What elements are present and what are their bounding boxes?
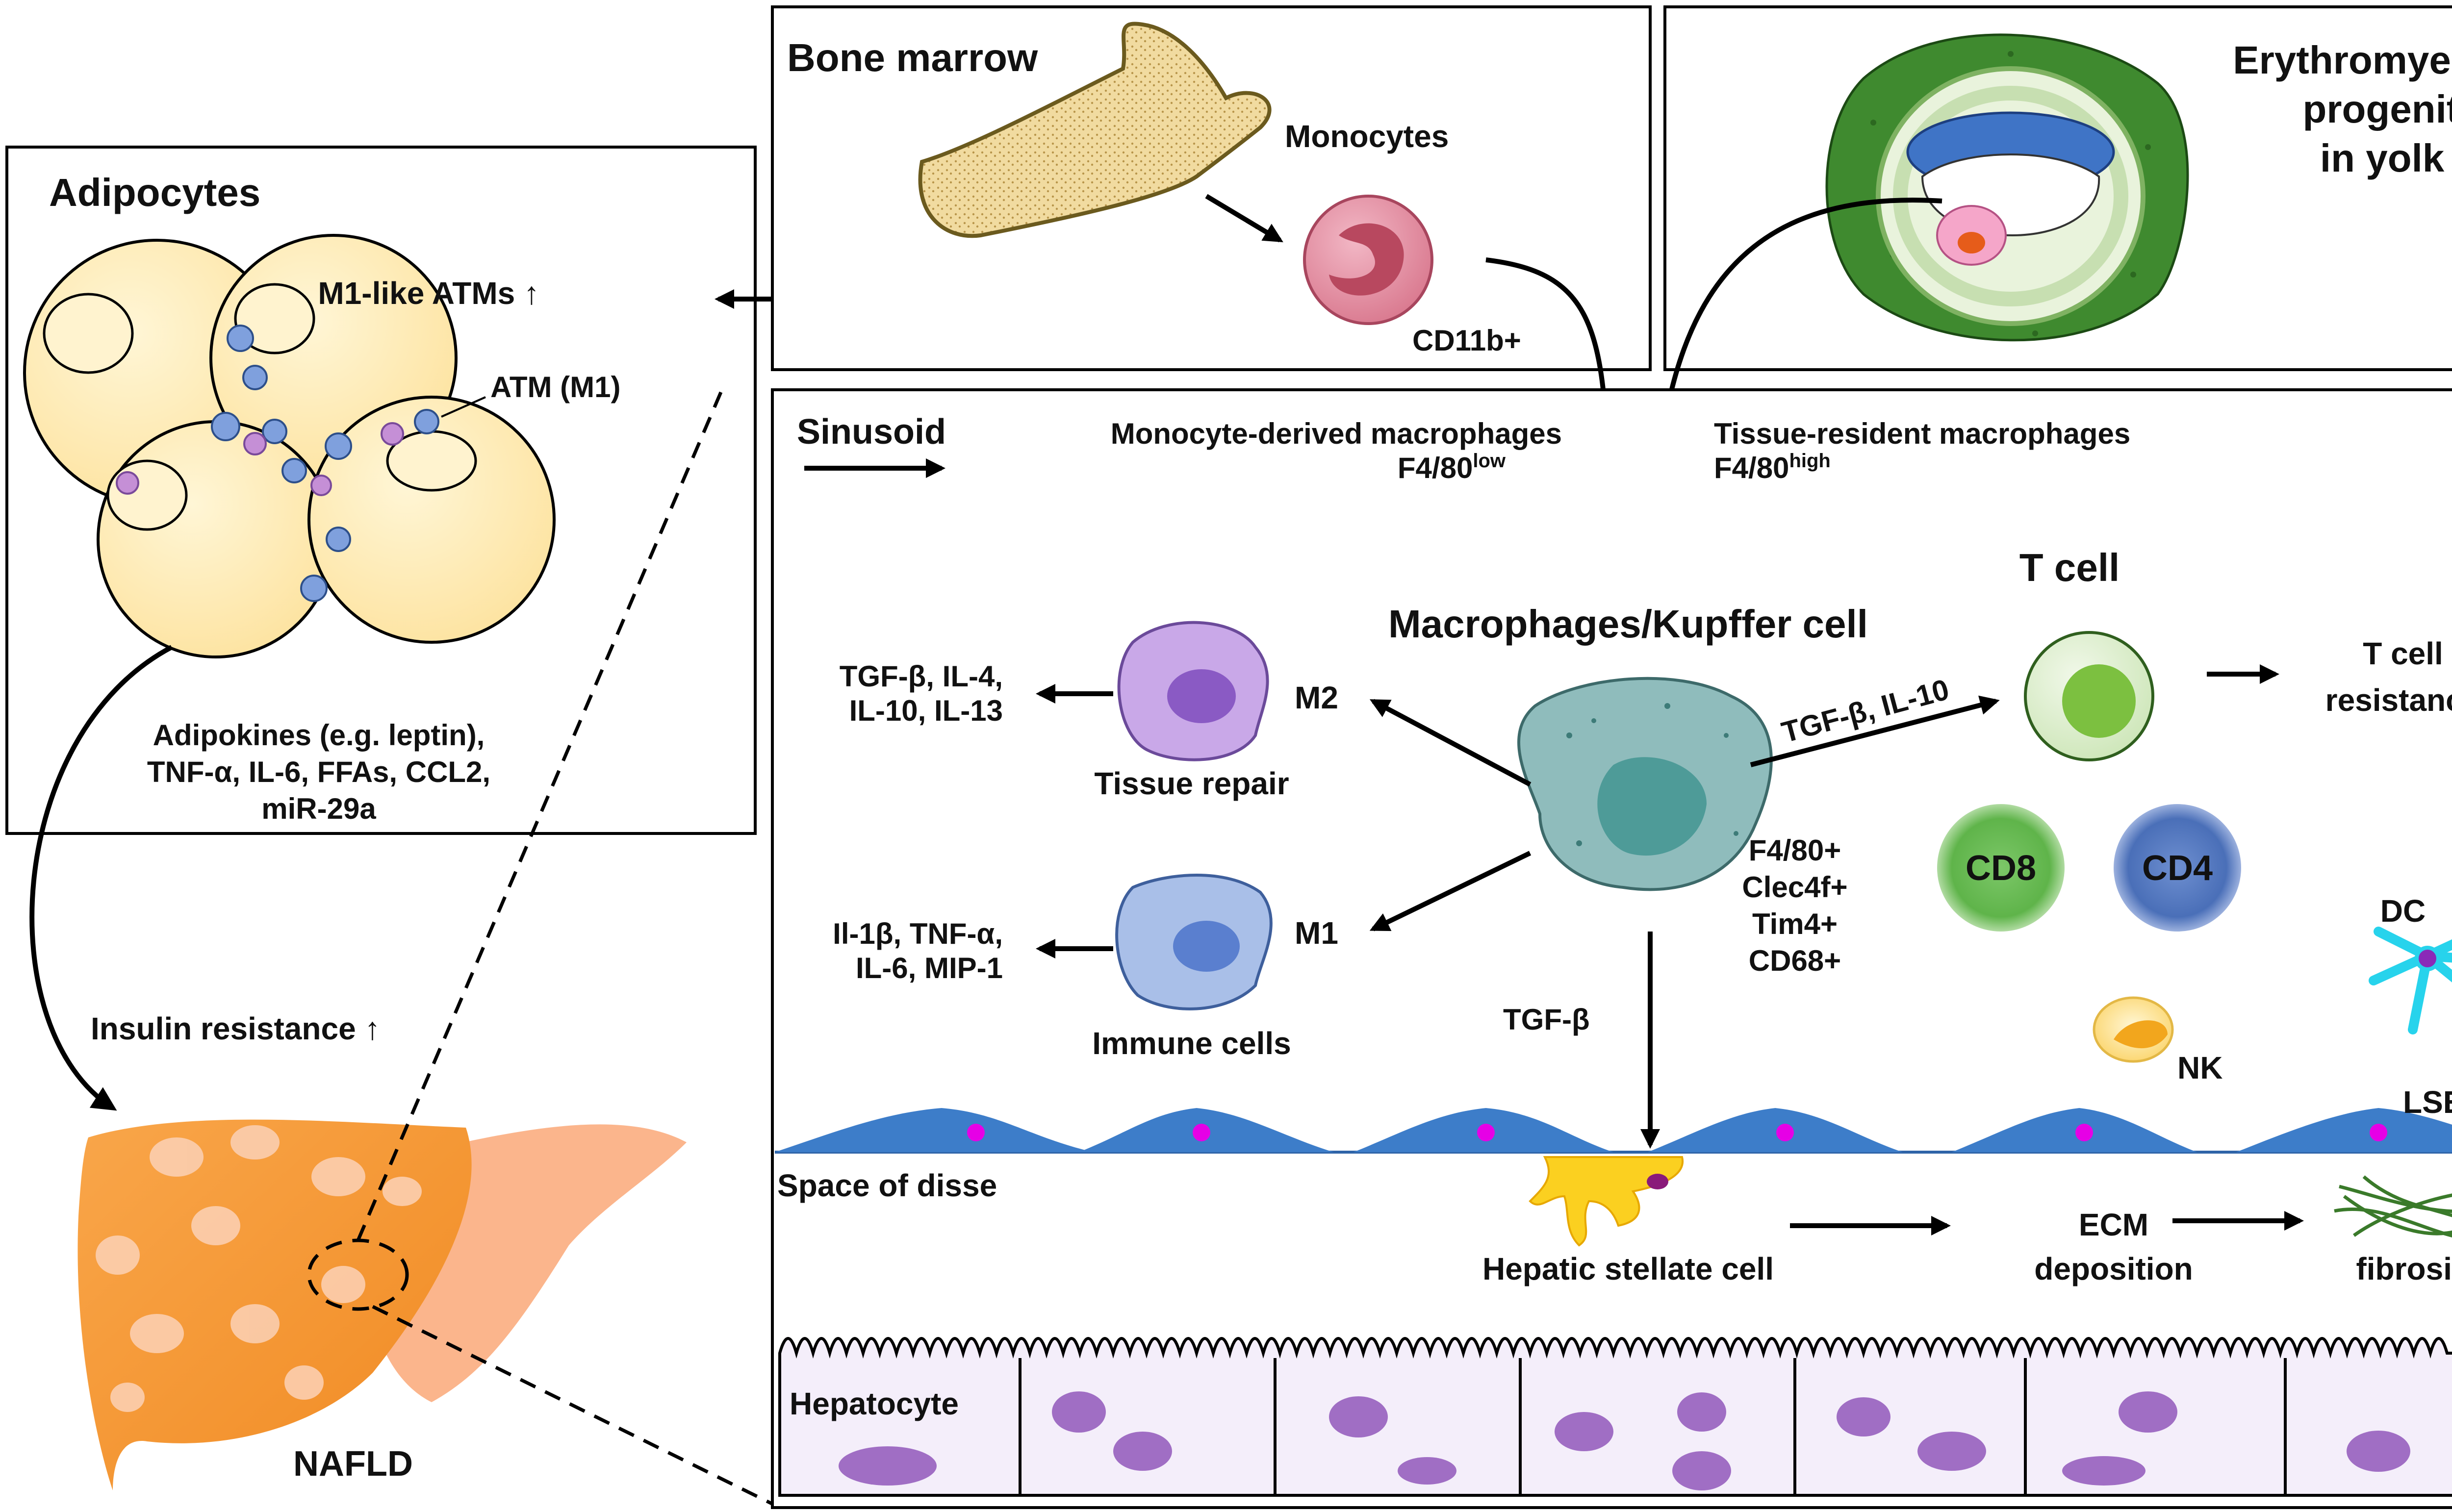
nk-cell: [2093, 996, 2174, 1063]
hepatic-stellate-cell: [1529, 1156, 1684, 1247]
m2-macrophage: [1117, 621, 1269, 761]
hepatocyte-row: [778, 1337, 2452, 1497]
marker-clec4f: Clec4f+: [1742, 871, 1847, 904]
marker-tim4: Tim4+: [1752, 907, 1838, 940]
lsec-layer: [775, 1108, 2452, 1154]
liver-illustration: [77, 1119, 687, 1490]
macrophage-title: Macrophages/Kupffer cell: [1388, 602, 1868, 646]
adipokines-line-2: TNF-α, IL-6, FFAs, CCL2,: [147, 756, 490, 788]
insulin-resistance-label: Insulin resistance ↑: [91, 1011, 380, 1046]
monocyte-cell: [1303, 195, 1433, 325]
immune-cells-label: Immune cells: [1092, 1026, 1291, 1061]
cd4-label: CD4: [2142, 849, 2213, 888]
sinusoid-label: Sinusoid: [797, 412, 946, 452]
yolk-title-line-1: Erythromyeloid: [2233, 38, 2452, 82]
m2-label: M2: [1295, 680, 1338, 715]
adipocytes-title: Adipocytes: [49, 171, 260, 214]
m2-cytokines-line-2: IL-10, IL-13: [849, 694, 1003, 727]
adipocyte-cell: [97, 420, 335, 658]
arrow-adipocytes-to-liver: [29, 645, 173, 1111]
atm-m1-label: ATM (M1): [490, 371, 621, 403]
ecm-line-1: ECM: [2079, 1207, 2148, 1242]
adipokines-line-1: Adipokines (e.g. leptin),: [153, 719, 485, 752]
m2-cytokines-line-1: TGF-β, IL-4,: [840, 660, 1003, 693]
adipocyte-cell: [307, 396, 556, 644]
adipokines-line-3: miR-29a: [261, 792, 376, 825]
nafld-label: NAFLD: [293, 1444, 413, 1484]
adipocyte-cluster: [23, 234, 556, 658]
arrow-to-m1: [1369, 851, 1532, 932]
zoom-line-top: [356, 391, 723, 1241]
f480-high-label: F4/80high: [1714, 450, 1831, 484]
hepatocyte-label: Hepatocyte: [790, 1386, 959, 1421]
tgfb-label: TGF-β: [1503, 1003, 1590, 1036]
m1-macrophage: [1115, 874, 1273, 1010]
m1-label: M1: [1295, 915, 1338, 951]
t-cell-title: T cell: [2019, 546, 2120, 589]
bone-marrow-panel: [771, 5, 1652, 371]
dendritic-cell: [2369, 927, 2452, 1034]
m1-like-atms-label: M1-like ATMs ↑: [318, 276, 539, 311]
bone-marrow-title: Bone marrow: [787, 36, 1038, 79]
yolk-title-line-2: progenitors: [2303, 87, 2452, 131]
t-cell-resistance-line-1: T cell: [2363, 636, 2443, 671]
lsec-label: LSEC: [2403, 1084, 2452, 1120]
bone-illustration: [918, 22, 1272, 238]
cd8-label: CD8: [1966, 849, 2036, 888]
yolk-title-line-3: in yolk sac: [2320, 136, 2452, 180]
monocyte-derived-label: Monocyte-derived macrophages: [1111, 417, 1562, 450]
monocytes-label: Monocytes: [1285, 119, 1449, 154]
arrow-bone-to-monocyte: [1205, 194, 1283, 243]
cd11b-label: CD11b+: [1412, 324, 1521, 357]
arrow-to-m2: [1369, 699, 1532, 787]
marker-f480: F4/80+: [1749, 834, 1841, 867]
zoom-line-bottom: [372, 1305, 776, 1507]
tissue-repair-label: Tissue repair: [1094, 766, 1289, 801]
ecm-line-2: deposition: [2034, 1251, 2193, 1286]
dc-label: DC: [2380, 893, 2426, 929]
fibrosis-label: fibrosis: [2356, 1251, 2452, 1286]
m1-cytokines-line-1: Il-1β, TNF-α,: [833, 917, 1003, 950]
cd4-cell: [2114, 804, 2241, 932]
hepatic-stellate-label: Hepatic stellate cell: [1482, 1251, 1774, 1286]
yolk-sac-illustration: [1825, 33, 2189, 342]
t-cell-resistance-line-2: resistance: [2325, 682, 2452, 718]
nk-label: NK: [2177, 1050, 2222, 1085]
kupffer-cell: [1517, 677, 1773, 891]
space-of-disse-label: Space of disse: [777, 1168, 997, 1203]
m1-cytokines-line-2: IL-6, MIP-1: [856, 952, 1003, 984]
fibrosis-fibers: [2334, 1175, 2452, 1238]
t-cell: [2024, 631, 2154, 761]
arrow-to-t-cell: [1750, 695, 2000, 767]
f480-low-label: F4/80low: [1398, 450, 1506, 484]
tissue-resident-label: Tissue-resident macrophages: [1714, 417, 2130, 450]
cd8-cell: [1937, 804, 2065, 932]
marker-cd68: CD68+: [1749, 944, 1841, 977]
